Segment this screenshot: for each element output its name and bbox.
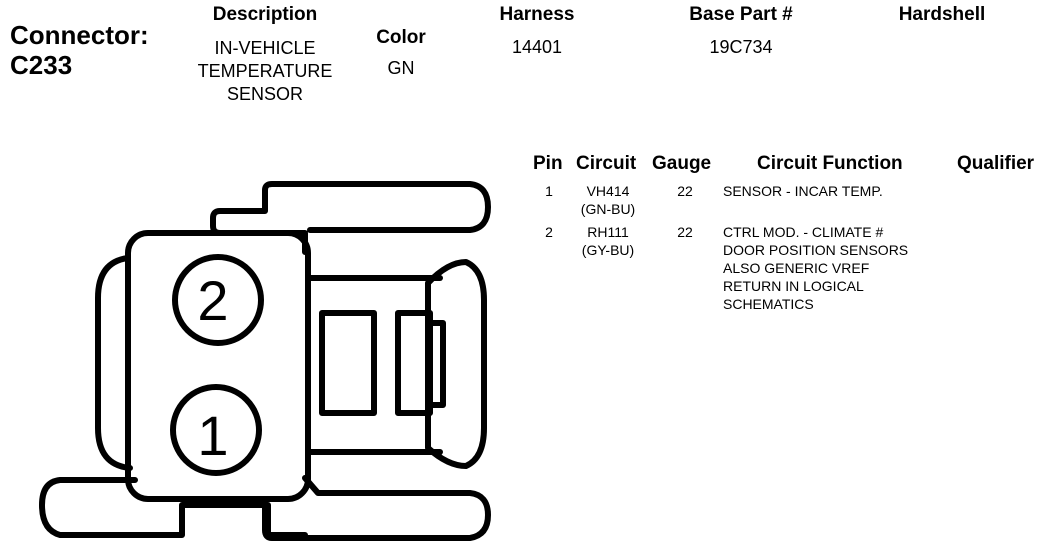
circuit-color: (GN-BU) xyxy=(580,201,636,217)
description-line: IN-VEHICLE xyxy=(214,38,316,58)
connector-title: Connector: xyxy=(10,20,149,50)
function-line: SENSOR - INCAR TEMP. xyxy=(723,183,883,199)
harness-block: Harness 14401 xyxy=(478,4,596,58)
pin-label: 1 xyxy=(197,404,228,467)
pin-1-circle xyxy=(170,384,262,476)
bottom-latch-tab xyxy=(262,475,491,541)
description-value: IN-VEHICLE TEMPERATURE SENSOR xyxy=(180,37,350,106)
function-line: DOOR POSITION SENSORS xyxy=(723,242,909,258)
circuit-id: VH414 xyxy=(586,183,630,199)
function-line: RETURN IN LOGICAL xyxy=(723,278,864,294)
column-header-pin: Pin xyxy=(533,153,563,174)
harness-label: Harness xyxy=(499,4,575,25)
pin-number: 1 xyxy=(545,183,553,199)
description-block: Description IN-VEHICLE TEMPERATURE SENSO… xyxy=(180,4,350,106)
hardshell-block: Hardshell xyxy=(880,4,1004,26)
pin-2-circle xyxy=(172,254,264,346)
pin-number: 2 xyxy=(545,224,553,240)
function-line: ALSO GENERIC VREF xyxy=(723,260,870,276)
base-part-label: Base Part # xyxy=(689,4,793,25)
column-header-qualifier: Qualifier xyxy=(957,153,1035,174)
color-value: GN xyxy=(387,58,415,78)
function-cell: SENSOR - INCAR TEMP. xyxy=(723,182,963,200)
connector-id: C233 xyxy=(10,50,73,80)
description-label: Description xyxy=(212,4,318,25)
harness-value: 14401 xyxy=(511,37,563,57)
description-line: TEMPERATURE xyxy=(197,61,333,81)
circuit-id: RH111 xyxy=(587,224,629,240)
function-line: CTRL MOD. - CLIMATE # xyxy=(723,224,884,240)
base-part-value: 19C734 xyxy=(709,37,773,57)
circuit-color: (GY-BU) xyxy=(581,242,635,258)
color-block: Color GN xyxy=(360,27,442,79)
base-part-block: Base Part # 19C734 xyxy=(670,4,812,58)
connector-side-wall xyxy=(95,255,133,471)
lock-slot-inner xyxy=(427,320,446,408)
function-line: SCHEMATICS xyxy=(723,296,814,312)
circuit-cell: RH111 (GY-BU) xyxy=(568,223,648,259)
top-latch-tab xyxy=(210,181,491,255)
gauge-cell: 22 xyxy=(677,183,693,199)
circuit-cell: VH414 (GN-BU) xyxy=(568,182,648,218)
right-latch xyxy=(425,259,487,469)
column-header-circuit: Circuit xyxy=(576,153,637,174)
connector-housing xyxy=(125,230,311,502)
gauge-cell: 22 xyxy=(677,224,693,240)
hardshell-label: Hardshell xyxy=(898,4,986,25)
column-header-circuit-function: Circuit Function xyxy=(757,153,903,174)
connector-label: Connector: C233 xyxy=(10,20,149,80)
bottom-left-latch-tab xyxy=(39,477,308,538)
pin-label: 2 xyxy=(197,269,228,332)
column-header-gauge: Gauge xyxy=(652,153,712,174)
keying-slot xyxy=(319,310,377,416)
function-cell: CTRL MOD. - CLIMATE # DOOR POSITION SENS… xyxy=(723,223,963,313)
color-label: Color xyxy=(376,27,426,48)
description-line: SENSOR xyxy=(226,84,304,104)
